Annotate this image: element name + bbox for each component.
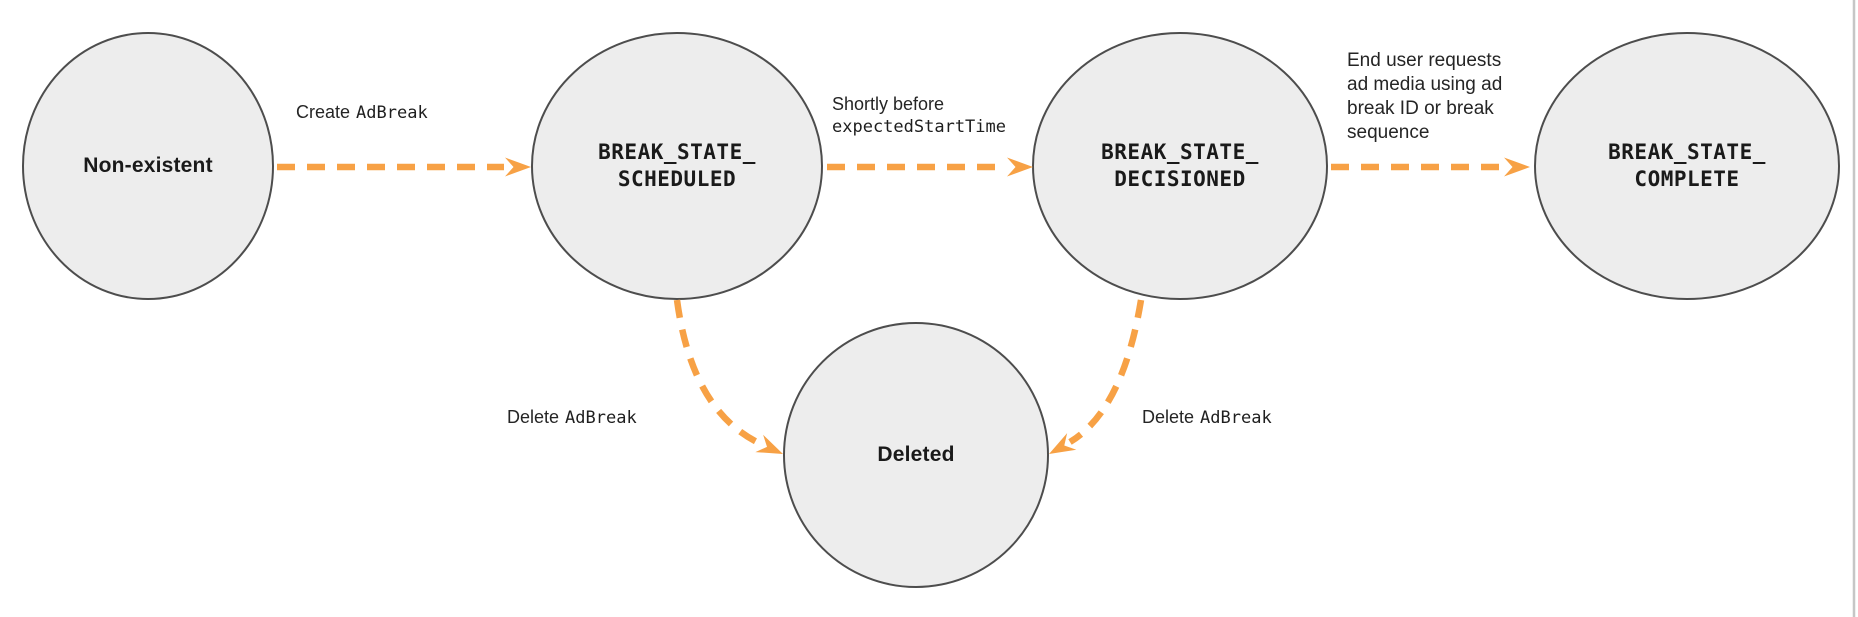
arrowhead-create-icon [505, 157, 531, 177]
arrowhead-shortly-before-icon [1007, 157, 1033, 177]
edge-delete-from-scheduled [673, 299, 763, 447]
edge-delete-from-decisioned [1068, 299, 1145, 445]
arrowhead-delete-scheduled-icon [755, 434, 783, 454]
edge-label-shortly-before: Shortly before expectedStartTime [832, 94, 1006, 137]
node-break-state-complete [1534, 32, 1840, 300]
arrowhead-delete-decisioned-icon [1049, 433, 1077, 454]
node-break-state-scheduled [531, 32, 823, 300]
node-break-state-decisioned [1032, 32, 1328, 300]
edge-label-end-user-request: End user requests ad media using ad brea… [1347, 50, 1503, 143]
node-non-existent [22, 32, 274, 300]
arrowhead-end-user-icon [1504, 157, 1530, 177]
node-deleted [783, 322, 1049, 588]
